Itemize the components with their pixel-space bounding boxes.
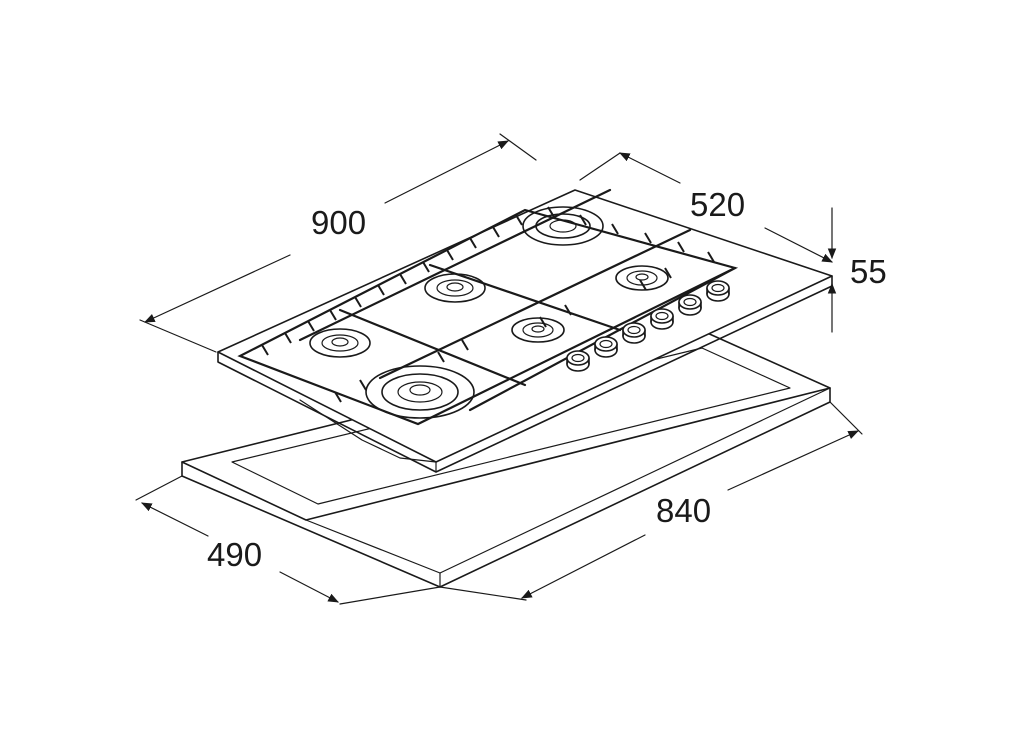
control-knob xyxy=(706,280,730,302)
hob-underbody xyxy=(299,399,437,463)
burner-rear-large xyxy=(522,206,604,246)
dim-line-490-b xyxy=(279,571,339,603)
burner-center xyxy=(424,273,486,303)
control-knob xyxy=(622,322,646,344)
dim-label-490: 490 xyxy=(207,536,262,573)
dim-label-520: 520 xyxy=(690,186,745,223)
ext-line-900-left xyxy=(139,319,217,353)
dim-line-840-a xyxy=(521,534,646,599)
control-knobs xyxy=(566,280,730,372)
dim-line-490-a xyxy=(141,502,209,537)
grate-bar-2 xyxy=(378,228,692,380)
dim-line-520-a xyxy=(619,152,681,184)
control-knob xyxy=(678,294,702,316)
dim-line-900-b xyxy=(384,140,509,204)
dim-label-840: 840 xyxy=(656,492,711,529)
grate-bar-1 xyxy=(298,188,612,342)
grate-divider-2 xyxy=(428,263,622,332)
dim-line-520-b xyxy=(764,227,833,263)
dim-line-900-a xyxy=(144,254,291,323)
dim-line-840-b xyxy=(727,430,859,491)
cutout-right-edge xyxy=(439,387,831,574)
control-knob xyxy=(650,308,674,330)
ext-line-490-right xyxy=(339,586,441,605)
ext-line-840-left xyxy=(439,586,527,601)
dim-label-900: 900 xyxy=(311,204,366,241)
burners xyxy=(309,206,669,419)
burner-right xyxy=(615,265,669,291)
grate-fingers xyxy=(261,206,715,403)
ext-line-490-left xyxy=(135,475,183,501)
burner-left xyxy=(309,328,371,358)
cutout-front-edge xyxy=(305,519,441,574)
control-knob xyxy=(566,350,590,372)
ext-line-520-top xyxy=(579,152,621,181)
dim-label-55: 55 xyxy=(850,253,887,290)
control-knob xyxy=(594,336,618,358)
ext-line-840-right xyxy=(829,401,863,435)
burner-front-small xyxy=(511,317,565,343)
dimension-lines: 900 520 55 840 490 xyxy=(135,133,887,605)
ext-line-900-right xyxy=(499,133,537,161)
grate-divider-1 xyxy=(338,308,527,387)
burner-wok xyxy=(365,365,475,419)
